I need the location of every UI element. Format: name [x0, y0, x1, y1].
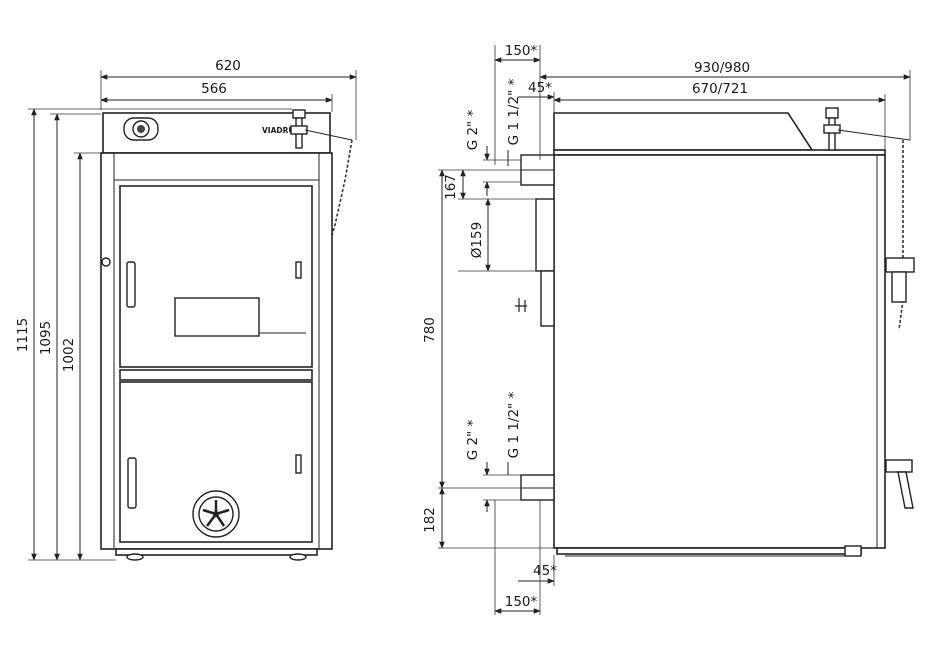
dim-top-offset: 150*	[505, 43, 538, 59]
brand-plate: VIADRUS	[262, 126, 300, 135]
door-knob-icon	[101, 257, 111, 267]
dim-return-height: 780	[422, 317, 438, 343]
front-foot-left	[126, 553, 144, 561]
side-top-cover	[553, 112, 814, 151]
label-outlet-thread: G 1 1/2" *	[506, 78, 522, 145]
side-base	[556, 547, 862, 555]
label-bottom-pipe-thread: G 2" *	[465, 419, 481, 460]
dim-depth-overall: 930/980	[694, 60, 750, 76]
upper-door	[119, 185, 313, 368]
dim-bottom-offset: 45*	[533, 563, 557, 579]
side-foot	[844, 545, 862, 557]
side-lever	[837, 129, 911, 141]
lower-door-handle	[127, 457, 137, 509]
flue-damper	[540, 270, 555, 327]
inspection-window	[174, 297, 260, 337]
side-view: 150* 45* 930/980 670/721 G 2" * G 1 1/2"…	[422, 43, 915, 615]
front-view: VIADRUS	[15, 58, 357, 561]
front-base	[115, 548, 318, 556]
draught-lever	[304, 129, 353, 141]
air-regulator-icon	[192, 490, 240, 538]
dim-flue-height: 167	[443, 174, 459, 200]
drain-handle-icon	[885, 459, 914, 509]
dim-width-inner: 566	[201, 81, 227, 97]
label-top-pipe-thread: G 2" *	[465, 109, 481, 150]
door-divider	[119, 369, 313, 381]
side-body	[553, 154, 886, 549]
draught-regulator-icon	[885, 257, 915, 303]
dim-height-mid: 1095	[38, 321, 54, 355]
front-foot-right	[289, 553, 307, 561]
flue-connection	[535, 198, 555, 272]
dim-width-overall: 620	[215, 58, 241, 74]
side-chain	[898, 140, 904, 331]
upper-door-handle	[126, 261, 136, 308]
dim-height-inner: 1002	[61, 338, 77, 372]
label-bottom-outlet-thread: G 1 1/2" *	[506, 391, 522, 458]
dim-outlet-offset: 45*	[528, 80, 552, 96]
dim-height-overall: 1115	[15, 318, 31, 352]
lower-door-hinge	[295, 454, 302, 474]
dim-bottom-depth: 150*	[505, 594, 538, 610]
thermometer-gauge-icon	[123, 117, 159, 141]
dim-bottom-height: 182	[422, 507, 438, 533]
side-valve-icon	[823, 107, 841, 151]
upper-door-hinge	[295, 261, 302, 279]
dim-flue-diameter: Ø159	[469, 222, 485, 258]
damper-screw-icon	[515, 298, 527, 312]
dim-depth-body: 670/721	[692, 81, 748, 97]
